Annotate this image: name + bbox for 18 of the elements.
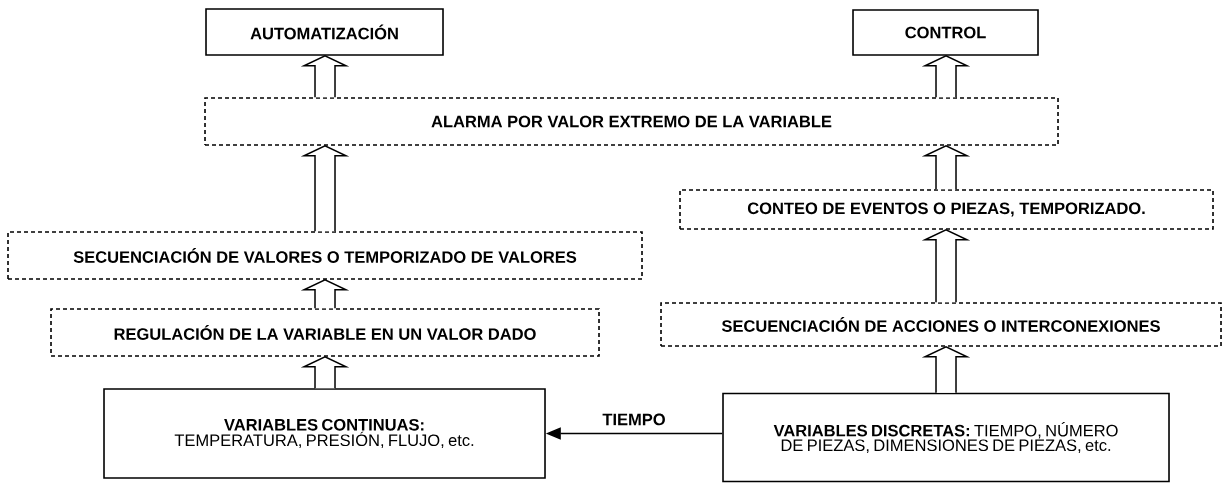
dashed-box: SECUENCIACIÓN DE ACCIONES O INTERCONEXIONES: [660, 302, 1222, 347]
block-arrow: [921, 345, 971, 394]
block-arrow: [300, 355, 350, 389]
edge-label: TIEMPO: [602, 413, 665, 426]
process-box: VARIABLES CONTINUAS: TEMPERATURA, PRESIÓN, FLUJO, etc.: [103, 388, 546, 479]
block-arrow: [300, 54, 350, 98]
block-arrow: [921, 144, 971, 190]
block-arrow: [300, 144, 350, 232]
dashed-box: REGULACIÓN DE LA VARIABLE EN UN VALOR DADO: [50, 308, 600, 357]
block-arrow: [921, 228, 971, 303]
block-arrow: [300, 278, 350, 309]
process-box: CONTROL: [852, 9, 1039, 56]
dashed-box: CONTEO DE EVENTOS O PIEZAS, TEMPORIZADO.: [679, 189, 1214, 230]
process-box: VARIABLES DISCRETAS: TIEMPO, NÚMERO DE PIEZAS, DIMENSIONES DE PIEZAS, etc.: [722, 392, 1170, 483]
dashed-box: SECUENCIACIÓN DE VALORES O TEMPORIZADO DE VALORES: [7, 231, 643, 280]
block-arrow: [921, 54, 971, 98]
dashed-box: ALARMA POR VALOR EXTREMO DE LA VARIABLE: [204, 97, 1059, 146]
process-box: AUTOMATIZACIÓN: [205, 8, 444, 56]
